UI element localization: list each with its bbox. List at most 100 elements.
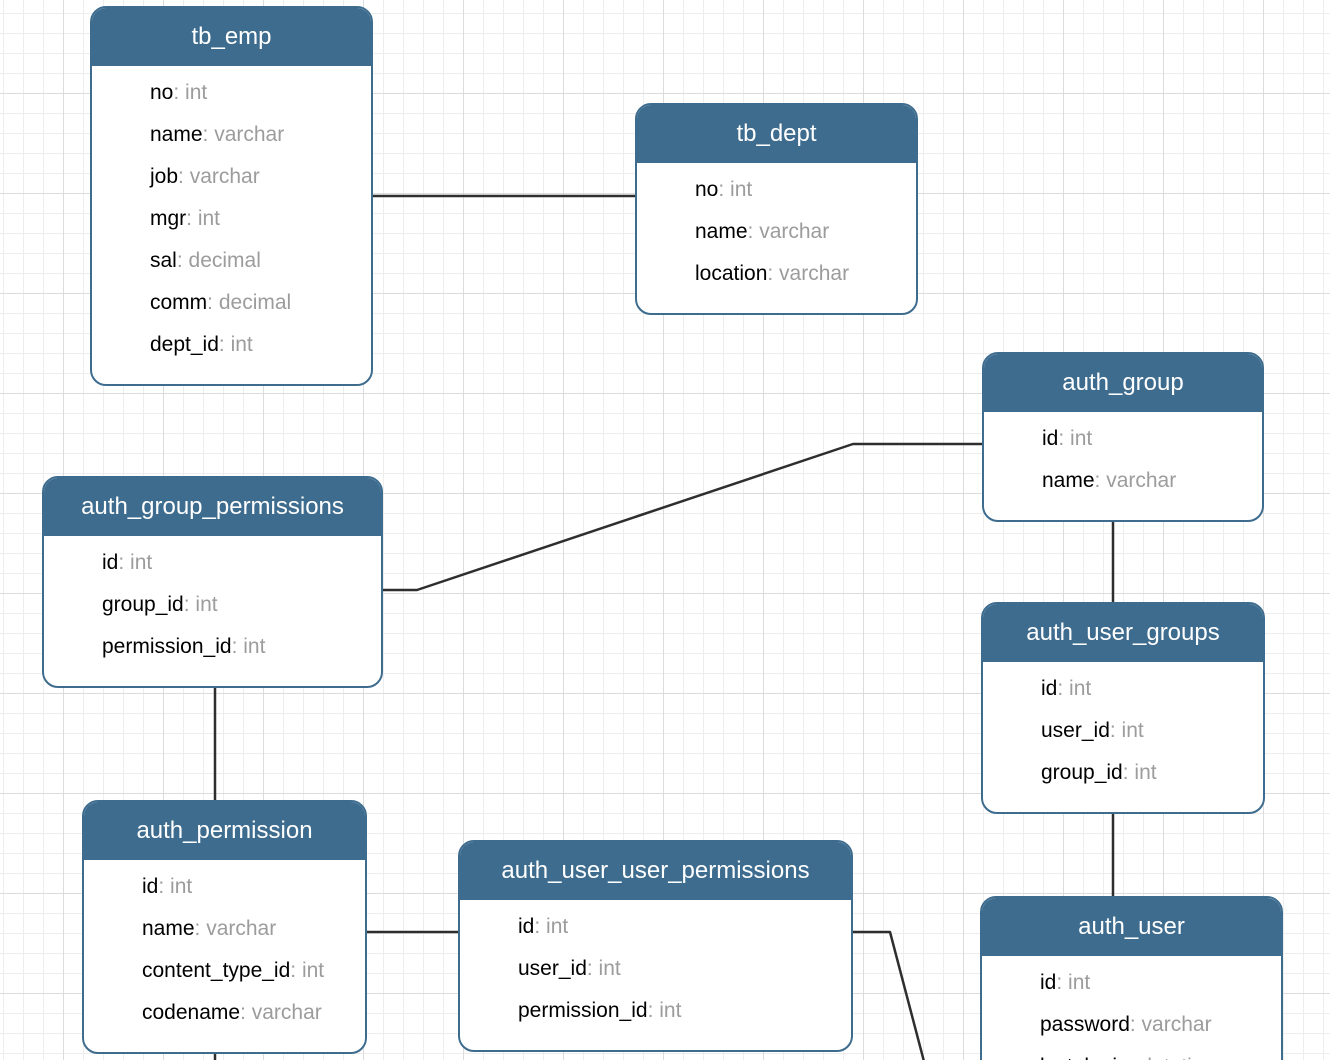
field-row-auth_user_user_permissions-id[interactable]: id: int — [460, 906, 851, 948]
field-type: : int — [183, 593, 218, 616]
table-title-auth_group_permissions[interactable]: auth_group_permissions — [44, 478, 381, 536]
table-title-auth_user_groups[interactable]: auth_user_groups — [983, 604, 1263, 662]
field-row-auth_user_groups-id[interactable]: id: int — [983, 668, 1263, 710]
field-row-auth_permission-content_type_id[interactable]: content_type_id: int — [84, 950, 365, 992]
field-name: no — [150, 81, 174, 104]
field-type: : decimal — [207, 291, 292, 314]
field-name: password — [1040, 1013, 1130, 1036]
field-name: user_id — [518, 957, 587, 980]
field-row-auth_permission-codename[interactable]: codename: varchar — [84, 992, 365, 1034]
table-title-auth_user[interactable]: auth_user — [982, 898, 1281, 956]
field-name: id — [1041, 677, 1058, 700]
field-row-tb_emp-job[interactable]: job: varchar — [92, 156, 371, 198]
field-name: mgr — [150, 207, 187, 230]
field-name: id — [1040, 971, 1057, 994]
field-type: : int — [1058, 427, 1093, 450]
field-name: name — [150, 123, 203, 146]
field-type: : datetime — [1129, 1055, 1221, 1060]
table-title-tb_dept[interactable]: tb_dept — [637, 105, 916, 163]
field-row-tb_dept-name[interactable]: name: varchar — [637, 211, 916, 253]
field-name: sal — [150, 249, 177, 272]
field-type: : int — [534, 915, 569, 938]
table-title-auth_user_user_permissions[interactable]: auth_user_user_permissions — [460, 842, 851, 900]
field-name: location — [695, 262, 768, 285]
field-name: id — [102, 551, 119, 574]
field-type: : int — [1109, 719, 1144, 742]
field-type: : int — [586, 957, 621, 980]
field-type: : varchar — [178, 165, 260, 188]
field-type: : varchar — [1129, 1013, 1212, 1036]
field-type: : int — [218, 333, 253, 356]
table-title-tb_emp[interactable]: tb_emp — [92, 8, 371, 66]
field-type: : varchar — [747, 220, 830, 243]
field-type: : varchar — [1094, 469, 1177, 492]
field-row-tb_emp-no[interactable]: no: int — [92, 72, 371, 114]
field-name: group_id — [102, 593, 184, 616]
field-row-auth_group_permissions-group_id[interactable]: group_id: int — [44, 584, 381, 626]
field-name: name — [1042, 469, 1095, 492]
table-title-auth_permission[interactable]: auth_permission — [84, 802, 365, 860]
field-name: content_type_id — [142, 959, 291, 982]
connector-auth_group_permissions--auth_group[interactable] — [380, 442, 987, 592]
field-name: user_id — [1041, 719, 1110, 742]
field-name: codename — [142, 1001, 241, 1024]
field-row-tb_emp-name[interactable]: name: varchar — [92, 114, 371, 156]
field-row-auth_group_permissions-permission_id[interactable]: permission_id: int — [44, 626, 381, 668]
field-type: : int — [718, 178, 753, 201]
connector-auth_user_user_permissions--auth_user[interactable] — [849, 930, 942, 1060]
field-name: permission_id — [518, 999, 648, 1022]
field-type: : varchar — [767, 262, 850, 285]
field-type: : int — [158, 875, 193, 898]
field-type: : int — [290, 959, 325, 982]
field-type: : varchar — [194, 917, 277, 940]
field-type: : decimal — [176, 249, 261, 272]
field-row-auth_user-id[interactable]: id: int — [982, 962, 1281, 1004]
field-row-auth_group-id[interactable]: id: int — [984, 418, 1262, 460]
field-row-auth_group-name[interactable]: name: varchar — [984, 460, 1262, 502]
field-row-auth_permission-name[interactable]: name: varchar — [84, 908, 365, 950]
field-row-auth_user-last_login[interactable]: last_login: datetime — [982, 1046, 1281, 1060]
field-name: name — [142, 917, 195, 940]
field-row-tb_emp-mgr[interactable]: mgr: int — [92, 198, 371, 240]
field-row-auth_group_permissions-id[interactable]: id: int — [44, 542, 381, 584]
field-row-tb_dept-location[interactable]: location: varchar — [637, 253, 916, 295]
field-type: : varchar — [240, 1001, 322, 1024]
field-name: id — [518, 915, 535, 938]
field-row-auth_user_groups-user_id[interactable]: user_id: int — [983, 710, 1263, 752]
field-name: name — [695, 220, 748, 243]
field-row-auth_user-password[interactable]: password: varchar — [982, 1004, 1281, 1046]
field-row-auth_user_user_permissions-user_id[interactable]: user_id: int — [460, 948, 851, 990]
field-row-auth_user_groups-group_id[interactable]: group_id: int — [983, 752, 1263, 794]
table-title-auth_group[interactable]: auth_group — [984, 354, 1262, 412]
field-row-tb_emp-dept_id[interactable]: dept_id: int — [92, 324, 371, 366]
field-row-tb_dept-no[interactable]: no: int — [637, 169, 916, 211]
field-row-auth_permission-id[interactable]: id: int — [84, 866, 365, 908]
field-name: last_login — [1040, 1055, 1129, 1060]
field-type: : int — [1122, 761, 1157, 784]
field-row-auth_user_user_permissions-permission_id[interactable]: permission_id: int — [460, 990, 851, 1032]
field-type: : int — [647, 999, 682, 1022]
field-name: no — [695, 178, 719, 201]
field-name: dept_id — [150, 333, 219, 356]
field-type: : int — [118, 551, 153, 574]
field-row-tb_emp-sal[interactable]: sal: decimal — [92, 240, 371, 282]
field-row-tb_emp-comm[interactable]: comm: decimal — [92, 282, 371, 324]
field-name: permission_id — [102, 635, 232, 658]
